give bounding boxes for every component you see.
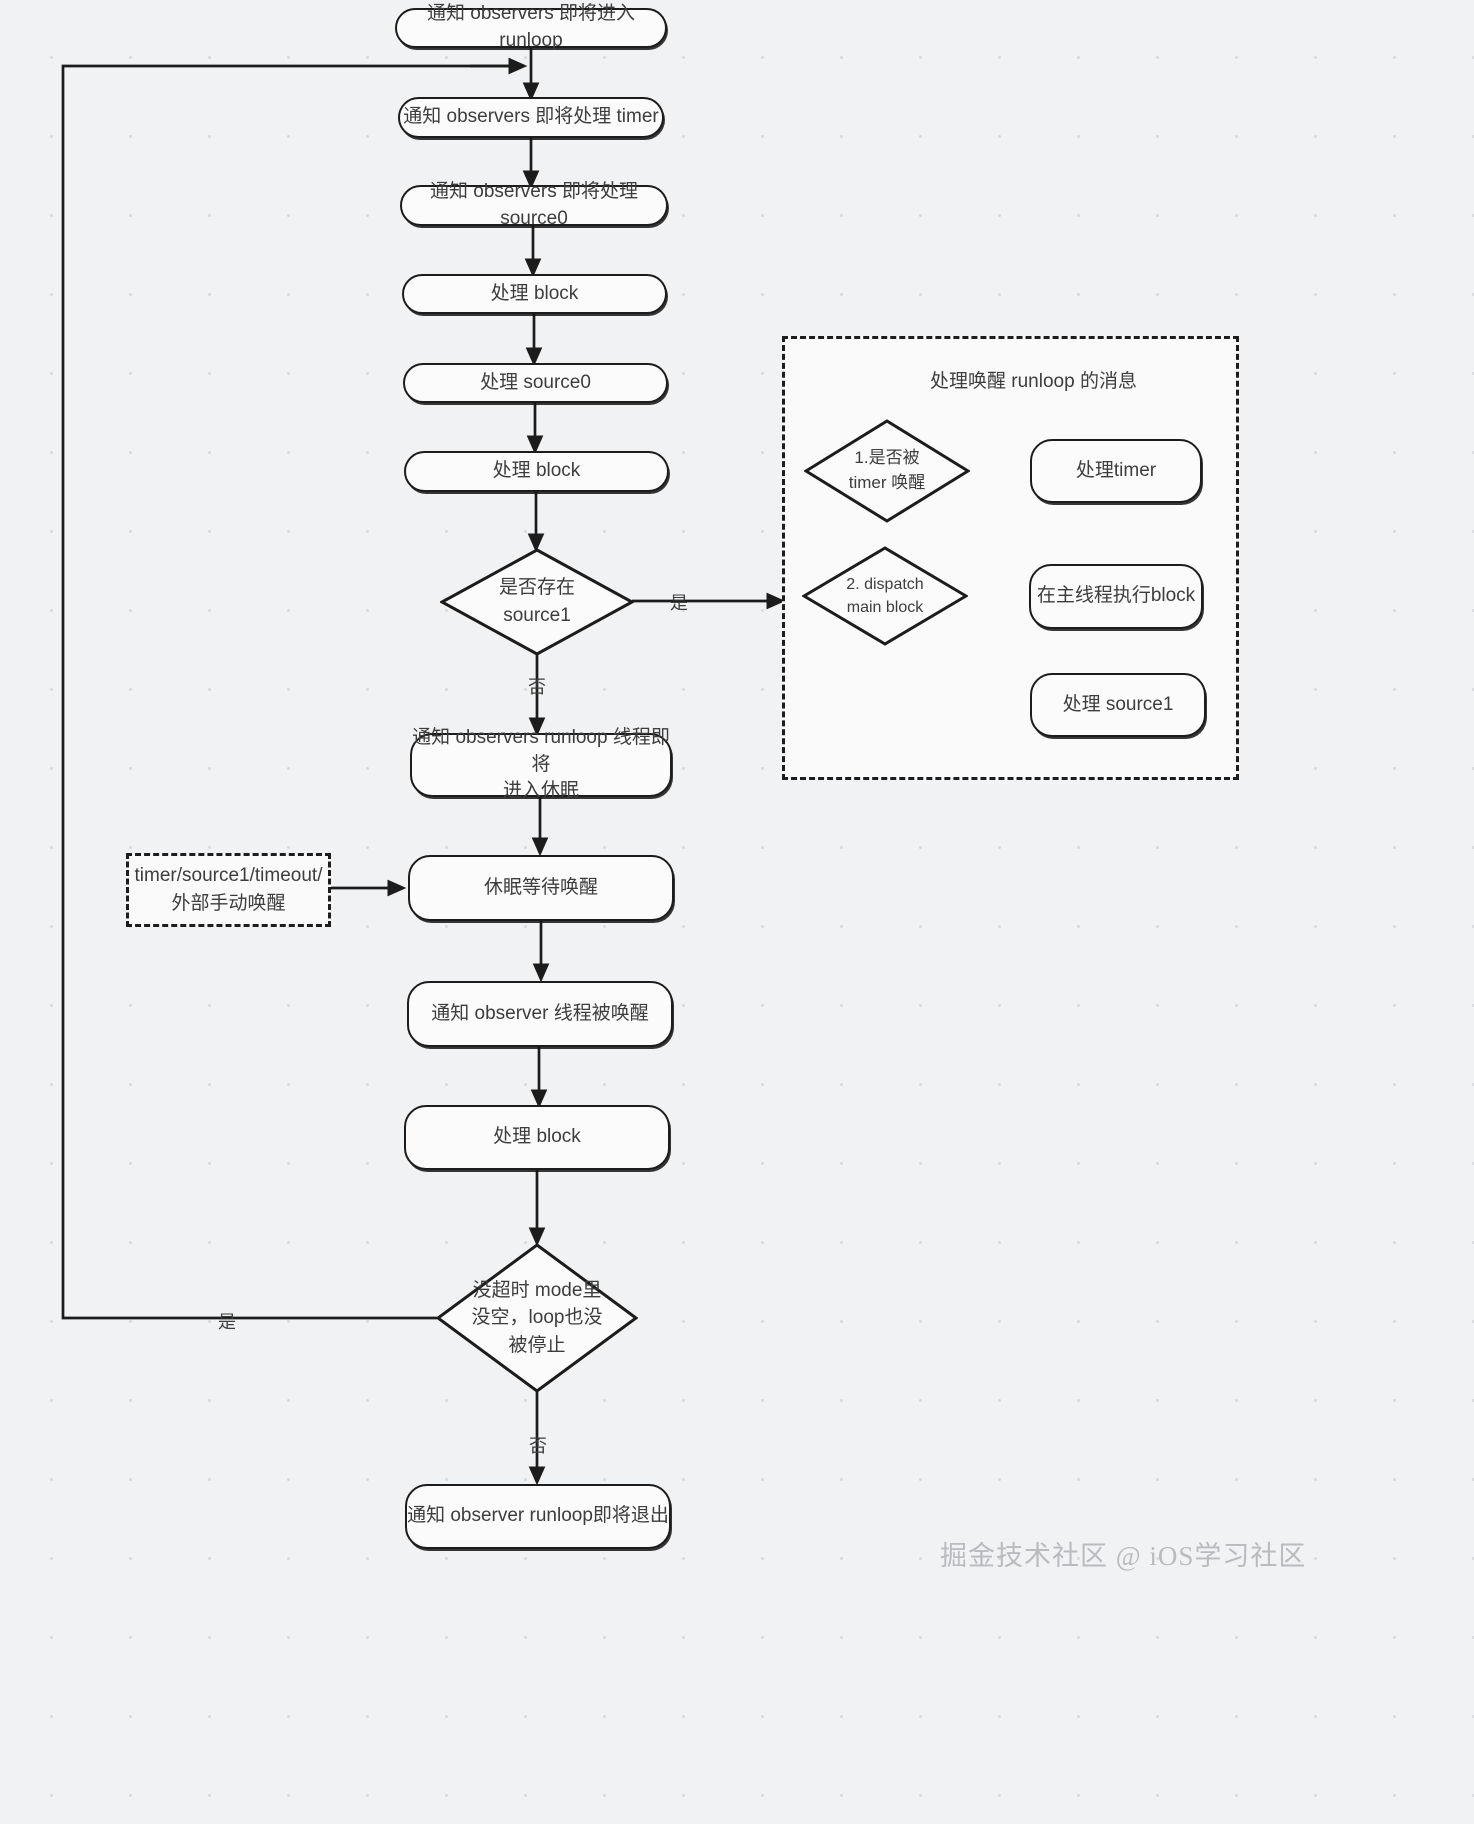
node-label: 处理 block [490,282,579,304]
node-label: 休眠等待唤醒 [483,876,598,898]
node-label: 处理 source1 [1062,693,1174,715]
decision-label: 1.是否被 timer 唤醒 [848,448,926,492]
node-handle-block-3[interactable]: 处理 block [404,1105,670,1170]
note-wake-sources: timer/source1/timeout/ 外部手动唤醒 [126,853,331,927]
node-handle-block-1[interactable]: 处理 block [402,274,667,314]
decision-label: 是否存在 source1 [498,577,575,626]
node-notify-sleep[interactable]: 通知 observers runloop 线程即将 进入休眠 [410,727,672,801]
decision-dispatch-main-block[interactable]: 2. dispatch main block [802,546,968,646]
node-execute-block-main-thread[interactable]: 在主线程执行block [1029,564,1203,629]
node-label: 处理 source0 [480,371,591,393]
node-notify-timer[interactable]: 通知 observers 即将处理 timer [398,97,664,138]
node-notify-source0[interactable]: 通知 observers 即将处理 source0 [400,181,668,229]
diamond-shape [802,546,968,646]
note-label: timer/source1/timeout/ 外部手动唤醒 [134,864,323,915]
node-handle-source1[interactable]: 处理 source1 [1030,673,1206,737]
group-title-wake-runloop: 处理唤醒 runloop 的消息 [930,371,1137,392]
edge-label-loop-yes: 是 [218,1312,236,1332]
decision-label: 2. dispatch main block [846,575,924,616]
watermark: 掘金技术社区 @ iOS学习社区 [940,1541,1307,1571]
node-label: 通知 observers 即将进入 runloop [427,3,635,51]
diamond-shape [436,1243,638,1393]
node-handle-block-2[interactable]: 处理 block [404,451,669,492]
node-handle-timer[interactable]: 处理timer [1030,439,1202,503]
diamond-shape [440,548,634,656]
decision-label: 没超时 mode里 没空，loop也没 被停止 [471,1279,603,1356]
node-notify-enter-runloop[interactable]: 通知 observers 即将进入 runloop [395,3,667,51]
node-label: 通知 observer 线程被唤醒 [431,1002,649,1024]
node-label: 处理 block [492,460,581,482]
decision-loop-continue[interactable]: 没超时 mode里 没空，loop也没 被停止 [436,1243,638,1393]
edge-label-loop-no: 否 [529,1436,547,1456]
decision-has-source1[interactable]: 是否存在 source1 [440,548,634,656]
decision-woken-by-timer[interactable]: 1.是否被 timer 唤醒 [804,419,970,523]
node-label: 处理 block [493,1126,581,1148]
edge-label-source1-no: 否 [528,677,546,697]
node-notify-exit-runloop[interactable]: 通知 observer runloop即将退出 [405,1484,671,1549]
node-label: 通知 observers 即将处理 timer [403,106,659,128]
edge-label-source1-yes: 是 [670,593,688,613]
node-label: 在主线程执行block [1036,585,1196,607]
diamond-shape [804,419,970,523]
node-sleep-wait[interactable]: 休眠等待唤醒 [408,855,674,921]
node-label: 通知 observers 即将处理 source0 [430,180,638,229]
node-handle-source0[interactable]: 处理 source0 [403,363,668,403]
node-label: 通知 observers runloop 线程即将 进入休眠 [412,726,670,802]
node-label: 通知 observer runloop即将退出 [407,1505,669,1527]
node-label: 处理timer [1075,459,1157,481]
node-notify-awake[interactable]: 通知 observer 线程被唤醒 [407,981,673,1047]
